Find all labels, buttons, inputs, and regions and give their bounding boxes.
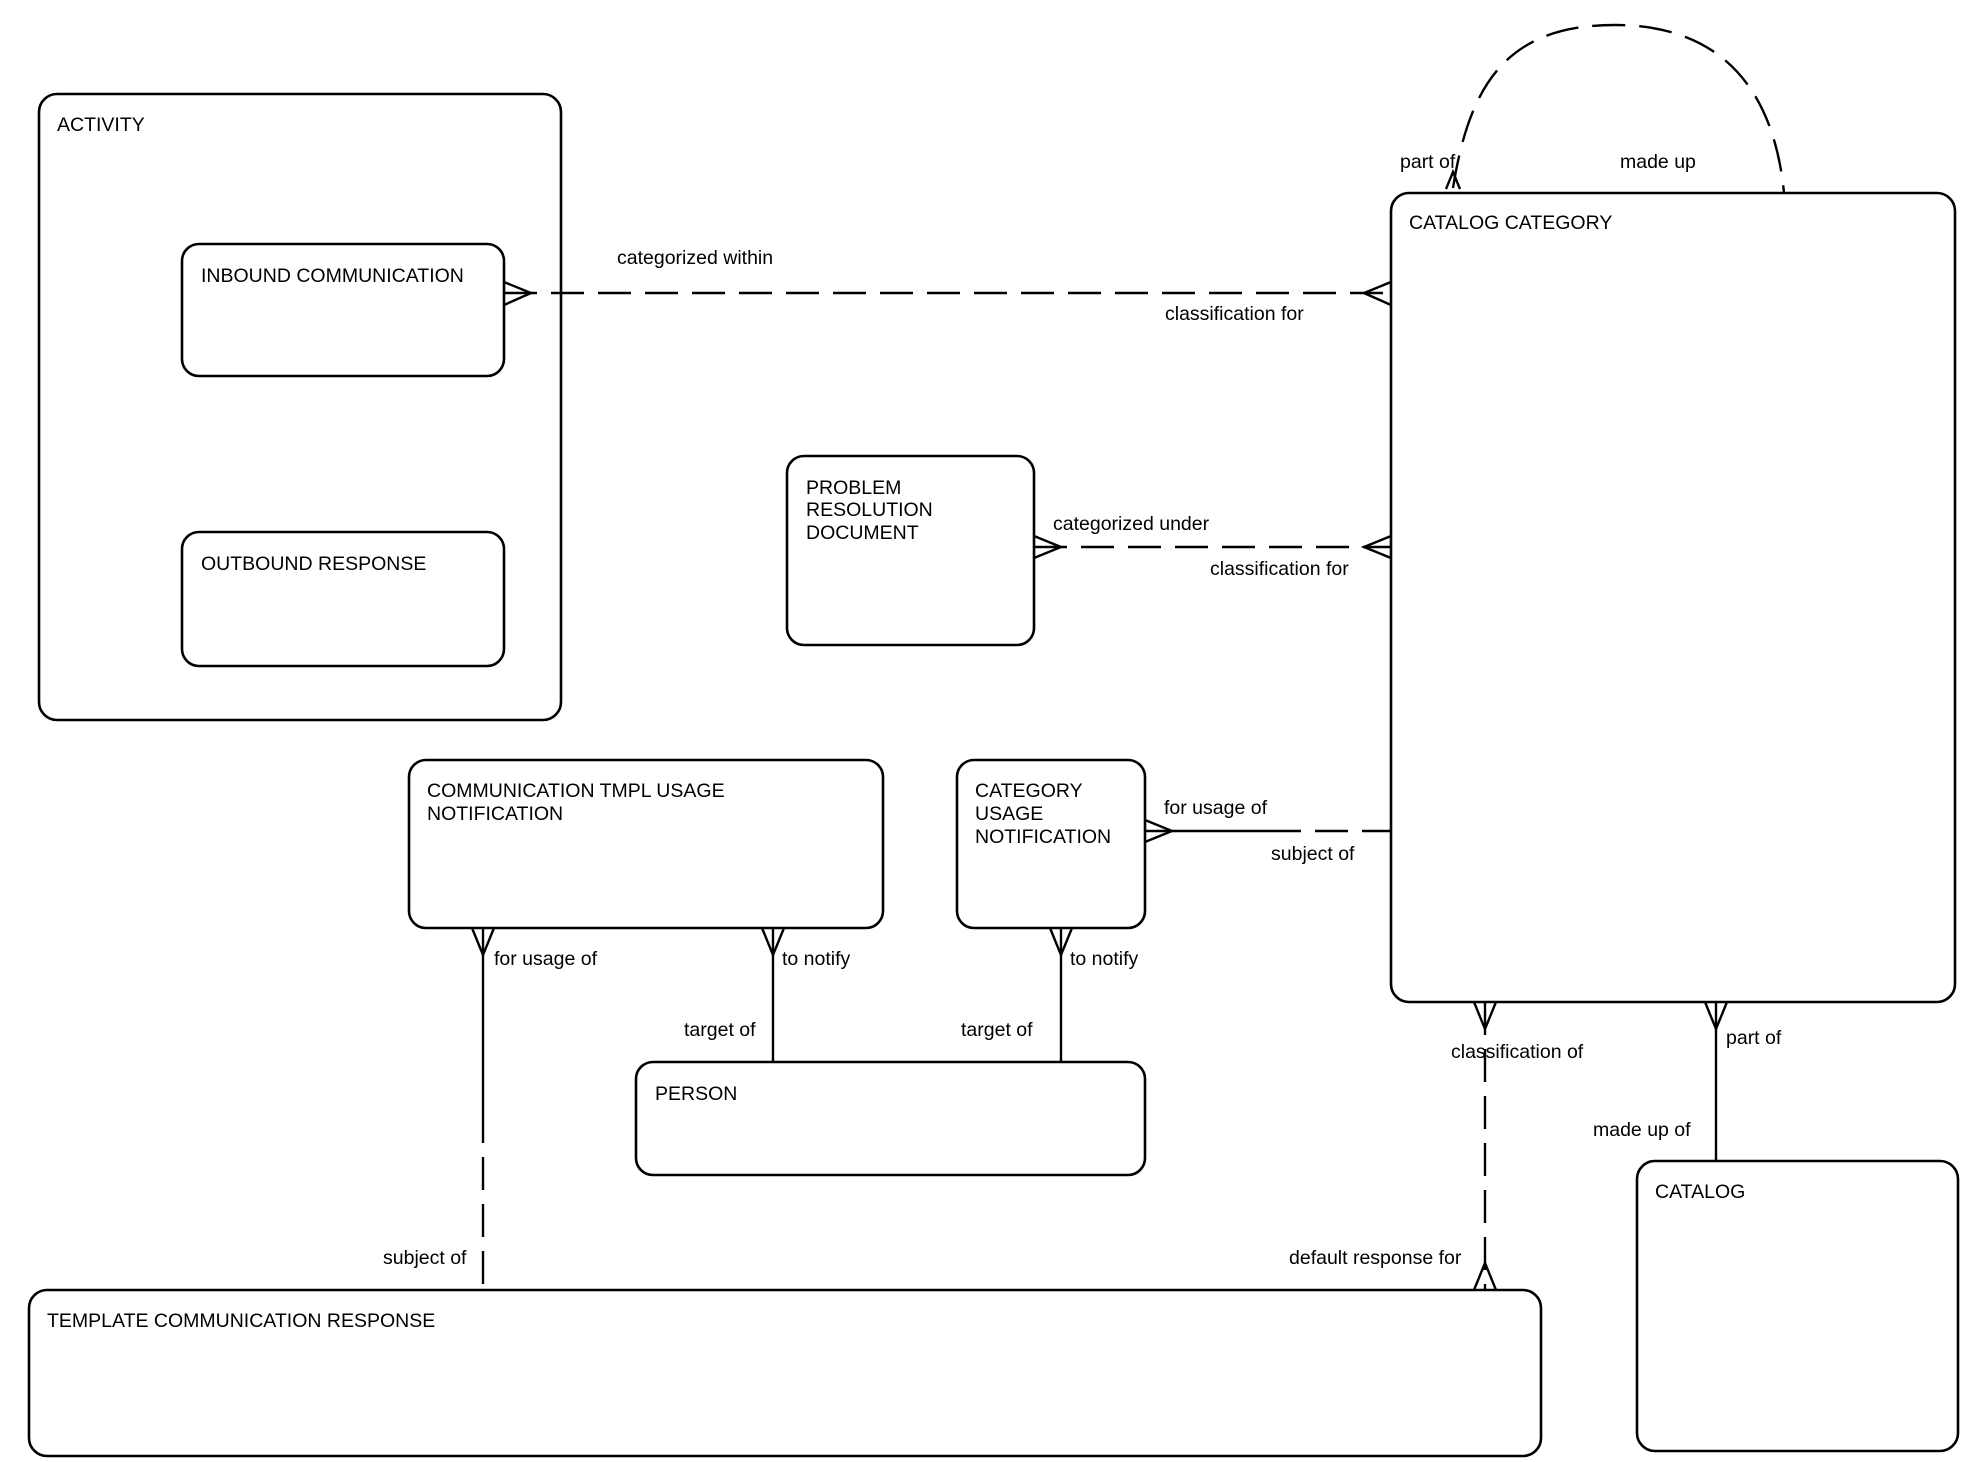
relationship-label-target-of-tmpl: target of	[684, 1019, 756, 1041]
relationship-label-categorized-under: categorized under	[1053, 513, 1210, 535]
entity-communication-tmpl-usage-notification-label-1: COMMUNICATION TMPL USAGE	[427, 780, 725, 802]
relationship-label-part-of-self: part of	[1400, 151, 1456, 173]
entity-person-label: PERSON	[655, 1083, 737, 1105]
entity-outbound-response-label: OUTBOUND RESPONSE	[201, 553, 426, 575]
relationship-label-for-usage-of-tmpl: for usage of	[494, 948, 598, 970]
entity-template-communication-response[interactable]: TEMPLATE COMMUNICATION RESPONSE	[27, 1288, 1543, 1458]
entity-communication-tmpl-usage-notification[interactable]: COMMUNICATION TMPL USAGE NOTIFICATION	[407, 758, 885, 930]
entity-problem-resolution-document-label-2: RESOLUTION	[806, 499, 933, 521]
entity-problem-resolution-document-label-1: PROBLEM	[806, 477, 901, 499]
relationship-category-usage-to-person[interactable]: to notify target of	[961, 927, 1139, 1062]
entity-category-usage-notification-label-2: USAGE	[975, 803, 1043, 825]
entity-problem-resolution-document-label-3: DOCUMENT	[806, 522, 919, 544]
entity-category-usage-notification-label-1: CATEGORY	[975, 780, 1083, 802]
relationship-label-to-notify-category: to notify	[1070, 948, 1139, 970]
entity-catalog-category-label: CATALOG CATEGORY	[1409, 212, 1612, 234]
entity-inbound-communication[interactable]: INBOUND COMMUNICATION	[180, 242, 506, 378]
relationship-problem-resolution-document-to-catalog-category[interactable]: categorized under classification for	[1033, 513, 1392, 580]
entity-outbound-response[interactable]: OUTBOUND RESPONSE	[180, 530, 506, 668]
entity-template-communication-response-label: TEMPLATE COMMUNICATION RESPONSE	[47, 1310, 435, 1332]
relationship-label-target-of-category: target of	[961, 1019, 1033, 1041]
relationship-label-to-notify-tmpl: to notify	[782, 948, 851, 970]
relationship-label-categorized-within: categorized within	[617, 247, 773, 269]
relationship-label-made-up: made up	[1620, 151, 1696, 173]
relationship-catalog-category-to-template-response[interactable]: classification of default response for	[1289, 1001, 1584, 1291]
relationship-label-subject-of-category: subject of	[1271, 843, 1355, 865]
relationship-label-part-of-catalog: part of	[1726, 1027, 1782, 1049]
relationship-label-for-usage-of-category: for usage of	[1164, 797, 1268, 819]
entity-catalog[interactable]: CATALOG	[1635, 1159, 1960, 1453]
entity-problem-resolution-document[interactable]: PROBLEM RESOLUTION DOCUMENT	[785, 454, 1036, 647]
entity-communication-tmpl-usage-notification-label-2: NOTIFICATION	[427, 803, 563, 825]
entity-person[interactable]: PERSON	[634, 1060, 1147, 1177]
relationship-label-made-up-of: made up of	[1593, 1119, 1691, 1141]
relationship-catalog-category-to-catalog[interactable]: part of made up of	[1593, 1001, 1782, 1161]
entity-category-usage-notification[interactable]: CATEGORY USAGE NOTIFICATION	[955, 758, 1147, 930]
relationship-label-classification-for-inbound: classification for	[1165, 303, 1304, 325]
relationship-label-subject-of-tmpl: subject of	[383, 1247, 467, 1269]
relationship-label-default-response-for: default response for	[1289, 1247, 1462, 1269]
entity-category-usage-notification-label-3: NOTIFICATION	[975, 826, 1111, 848]
relationship-inbound-communication-to-catalog-category[interactable]: categorized within classification for	[503, 247, 1392, 325]
relationship-label-classification-for-problem: classification for	[1210, 558, 1349, 580]
relationship-catalog-category-recursive[interactable]: part of made up	[1400, 23, 1786, 194]
relationship-label-classification-of: classification of	[1451, 1041, 1584, 1063]
entity-catalog-category[interactable]: CATALOG CATEGORY	[1389, 191, 1957, 1004]
relationship-tmpl-usage-to-person[interactable]: to notify target of	[684, 927, 851, 1062]
entity-catalog-label: CATALOG	[1655, 1181, 1745, 1203]
entity-inbound-communication-label: INBOUND COMMUNICATION	[201, 265, 464, 287]
relationship-category-usage-notification-to-catalog-category[interactable]: for usage of subject of	[1144, 797, 1391, 865]
entity-activity-label: ACTIVITY	[57, 114, 145, 136]
relationship-tmpl-usage-to-template-response[interactable]: for usage of subject of	[383, 927, 598, 1290]
